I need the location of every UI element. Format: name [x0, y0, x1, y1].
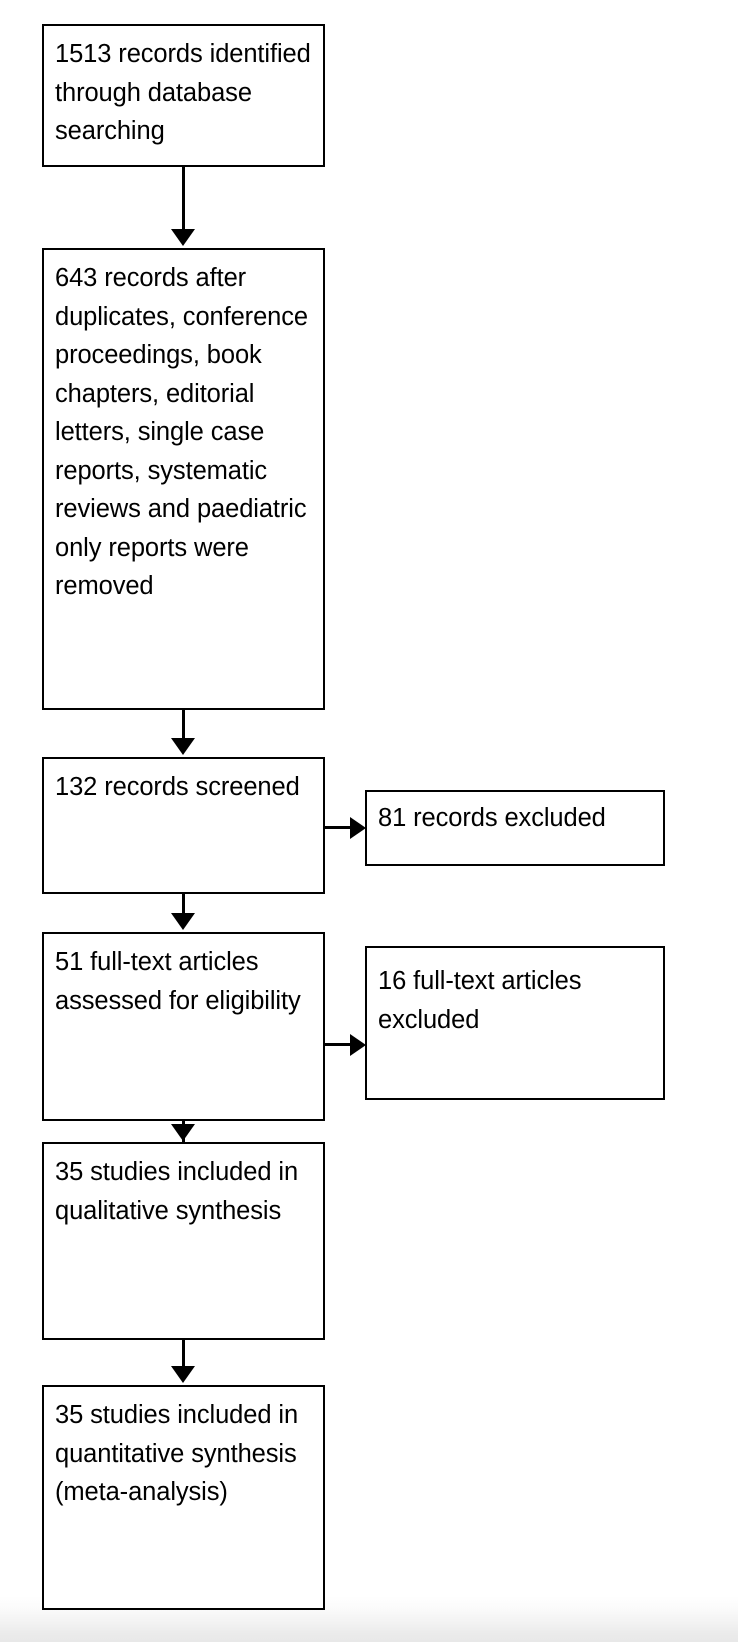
- edge-after-duplicates-to-screened-line: [182, 710, 185, 740]
- edge-eligibility-to-fulltext-excluded-arrowhead: [350, 1034, 366, 1056]
- edge-eligibility-to-qualitative-arrowhead: [171, 1124, 195, 1141]
- node-fulltext-excluded: 16 full-text articles excluded: [365, 946, 665, 1100]
- node-qualitative: 35 studies included in qualitative synth…: [42, 1142, 325, 1340]
- edge-screened-to-eligibility-line: [182, 894, 185, 915]
- edge-screened-to-records-excluded-arrowhead: [350, 817, 366, 839]
- edge-screened-to-eligibility-arrowhead: [171, 913, 195, 930]
- edge-screened-to-records-excluded-line: [325, 826, 353, 829]
- node-identification: 1513 records identified through database…: [42, 24, 325, 167]
- node-quantitative: 35 studies included in quantitative synt…: [42, 1385, 325, 1610]
- edge-identification-to-after-duplicates-line: [182, 167, 185, 231]
- node-records-excluded: 81 records excluded: [365, 790, 665, 866]
- node-screened: 132 records screened: [42, 757, 325, 894]
- edge-identification-to-after-duplicates-arrowhead: [171, 229, 195, 246]
- edge-qualitative-to-quantitative-arrowhead: [171, 1366, 195, 1383]
- edge-qualitative-to-quantitative-line: [182, 1340, 185, 1368]
- edge-after-duplicates-to-screened-arrowhead: [171, 738, 195, 755]
- node-after-duplicates: 643 records after duplicates, conference…: [42, 248, 325, 710]
- node-eligibility: 51 full-text articles assessed for eligi…: [42, 932, 325, 1121]
- edge-eligibility-to-fulltext-excluded-line: [325, 1043, 353, 1046]
